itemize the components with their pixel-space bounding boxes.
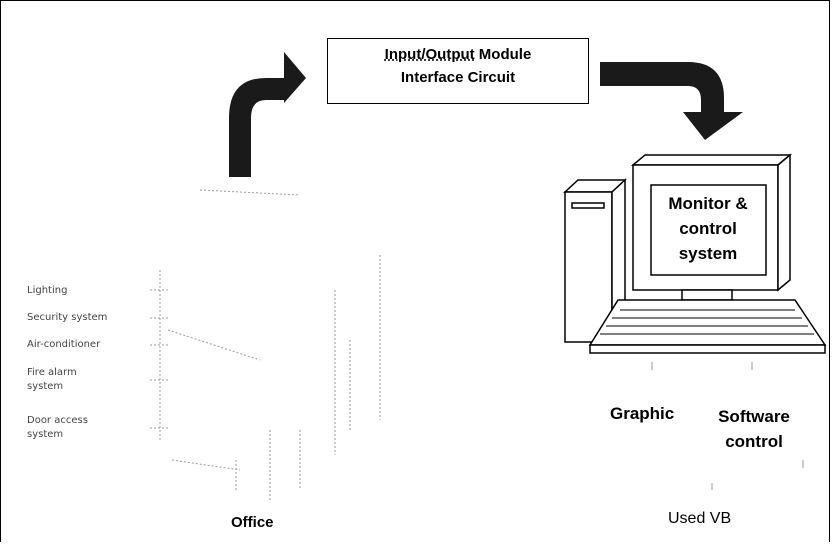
office-label: Office [231,514,274,531]
system-label-aircon: Air-conditioner [27,339,101,350]
computer-tower [563,178,627,344]
system-label-fire-alarm: Fire alarm system [27,367,77,392]
arrow-office-to-module [229,52,306,177]
graphic-label: Graphic [610,404,675,423]
faint-connectors [651,362,804,490]
io-module-box: Input/Output Module Interface Circuit [327,38,589,104]
module-title-line2: Interface Circuit [400,69,516,86]
office-floorplan [150,189,381,500]
computer-monitor [630,153,793,301]
software-control-label: Software control [718,407,790,451]
system-label-lighting: Lighting [27,285,68,296]
arrow-module-to-computer [600,62,743,140]
monitor-screen-text: Monitor & control system [668,194,748,263]
system-label-door-access: Door access system [27,415,88,440]
curved-arrow-right-down-icon [600,62,743,140]
module-title-underlined: Input/Output [384,46,475,63]
used-vb-label: Used VB [668,510,732,527]
module-title-rest: Module [474,46,532,63]
computer-keyboard [588,299,827,354]
system-label-security: Security system [27,312,108,323]
curved-arrow-up-right-icon [229,52,306,177]
module-title-line1: Input/Output Module [328,46,588,63]
